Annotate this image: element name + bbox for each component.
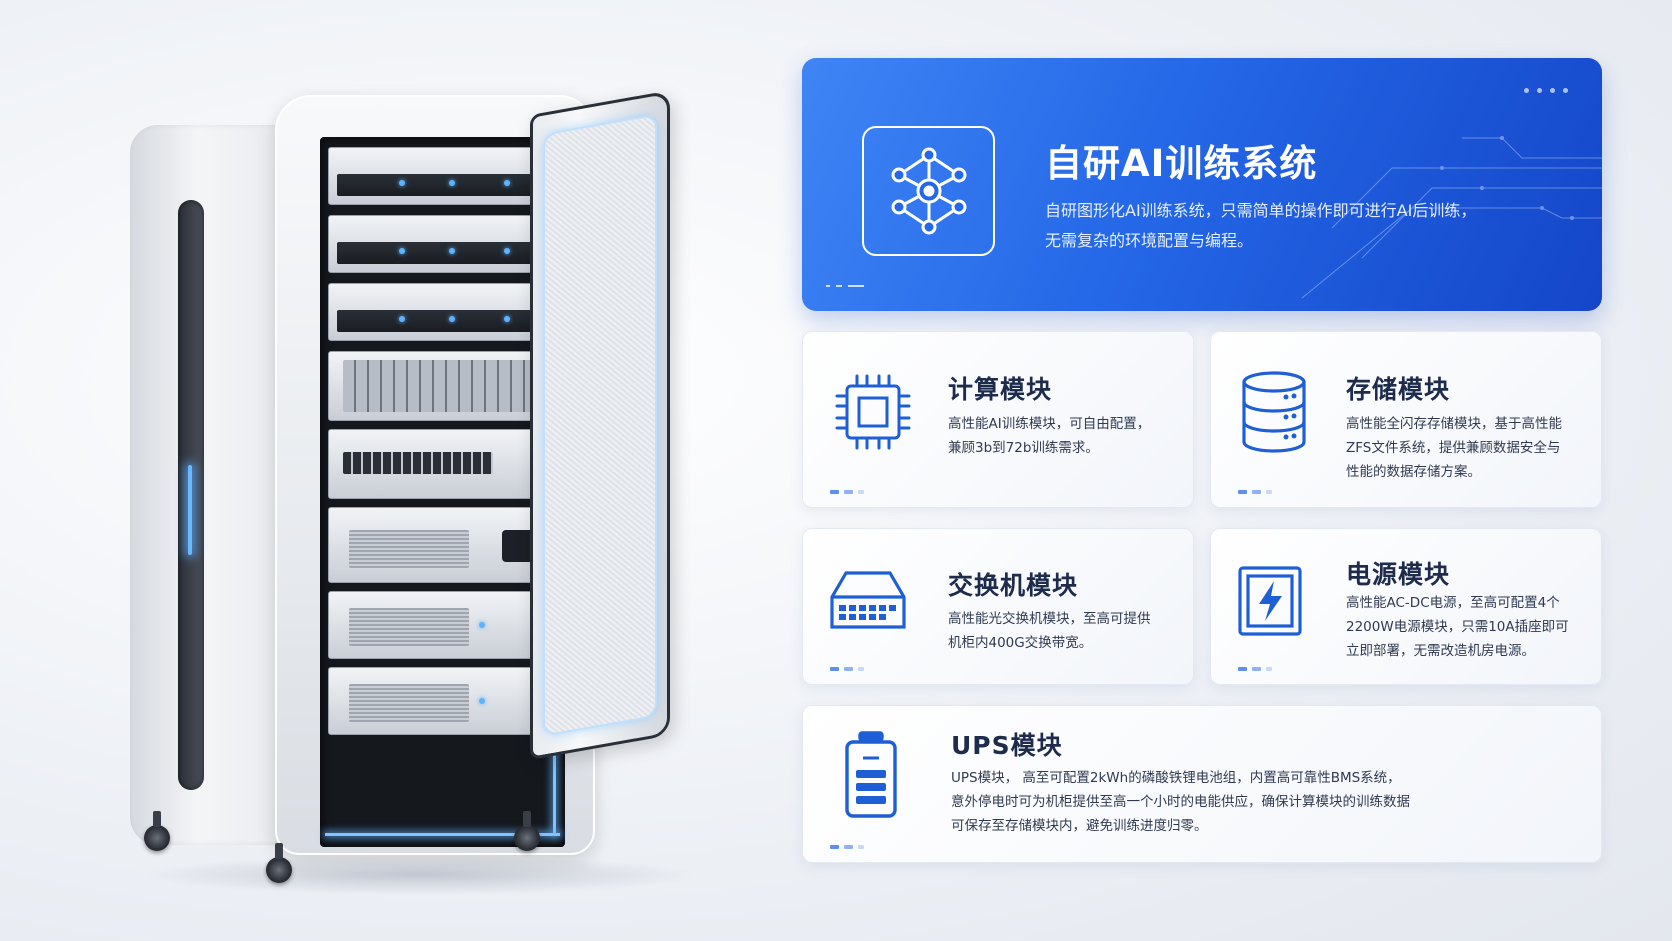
module-description-line: 意外停电时可为机柜提供至高一个小时的电能供应，确保计算模块的训练数据	[951, 794, 1410, 810]
rack-unit-compute-3	[328, 283, 553, 341]
status-led	[399, 180, 405, 186]
card-dots-decoration	[1238, 667, 1272, 671]
rack-unit-switch	[328, 429, 553, 499]
unit-front-panel	[337, 174, 544, 196]
rack-unit-compute-1	[328, 147, 553, 205]
module-title: UPS模块	[951, 731, 1063, 760]
power-vent	[349, 530, 469, 568]
database-icon	[1239, 370, 1309, 458]
hero-description: 自研图形化AI训练系统，只需简单的操作即可进行AI后训练， 无需复杂的环境配置与…	[1045, 196, 1545, 256]
hero-card: 自研AI训练系统 自研图形化AI训练系统，只需简单的操作即可进行AI后训练， 无…	[802, 58, 1602, 311]
ups-vent	[349, 684, 469, 722]
power-sockets	[502, 530, 534, 562]
rack-unit-power	[328, 507, 553, 583]
rack-unit-ups-2	[328, 667, 553, 735]
hero-description-line: 自研图形化AI训练系统，只需简单的操作即可进行AI后训练，	[1045, 201, 1477, 220]
module-card-power: 电源模块 高性能AC-DC电源，至高可配置4个 2200W电源模块，只需10A插…	[1210, 528, 1602, 685]
circuit-lines-decoration	[1301, 136, 1602, 299]
rack-unit-compute-2	[328, 215, 553, 273]
floor-shadow	[140, 855, 700, 895]
power-lightning-icon	[1237, 565, 1303, 641]
status-led	[449, 248, 455, 254]
network-switch-icon	[828, 567, 908, 637]
module-description: 高性能AC-DC电源，至高可配置4个 2200W电源模块，只需10A插座即可 立…	[1346, 591, 1569, 663]
module-description-line: 兼顾3b到72b训练需求。	[948, 440, 1099, 456]
module-card-switch: 交换机模块 高性能光交换机模块，至高可提供 机柜内400G交换带宽。	[802, 528, 1194, 685]
card-dots-decoration	[830, 667, 864, 671]
module-card-ups: UPS模块 UPS模块， 高至可配置2kWh的磷酸铁锂电池组，内置高可靠性BMS…	[802, 705, 1602, 863]
status-led	[504, 180, 510, 186]
card-dots-decoration	[830, 490, 864, 494]
status-led	[399, 316, 405, 322]
hero-title: 自研AI训练系统	[1045, 142, 1318, 185]
status-led	[449, 316, 455, 322]
cabinet-door-mesh	[545, 115, 655, 735]
module-description-line: 性能的数据存储方案。	[1346, 464, 1481, 480]
status-led	[504, 248, 510, 254]
hero-corner-dots	[1524, 88, 1568, 93]
status-led	[504, 316, 510, 322]
ups-vent	[349, 608, 469, 646]
unit-front-panel	[337, 310, 544, 332]
status-led	[479, 622, 485, 628]
module-description-line: 立即部署，无需改造机房电源。	[1346, 643, 1535, 659]
drive-bays	[343, 360, 538, 412]
module-description: 高性能光交换机模块，至高可提供 机柜内400G交换带宽。	[948, 607, 1151, 655]
module-description-line: 高性能AC-DC电源，至高可配置4个	[1346, 595, 1560, 611]
module-description-line: 高性能全闪存存储模块，基于高性能	[1346, 416, 1562, 432]
module-description: 高性能AI训练模块，可自由配置， 兼顾3b到72b训练需求。	[948, 412, 1150, 460]
module-description-line: 机柜内400G交换带宽。	[948, 635, 1093, 651]
module-description-line: 可保存至存储模块内，避免训练进度归零。	[951, 818, 1208, 834]
module-description-line: 高性能光交换机模块，至高可提供	[948, 611, 1151, 627]
module-title: 交换机模块	[948, 571, 1079, 600]
module-card-compute: 计算模块 高性能AI训练模块，可自由配置， 兼顾3b到72b训练需求。	[802, 331, 1194, 508]
module-description-line: ZFS文件系统，提供兼顾数据安全与	[1346, 440, 1561, 456]
module-description-line: 高性能AI训练模块，可自由配置，	[948, 416, 1151, 432]
cpu-chip-icon	[833, 372, 913, 456]
caster-wheel	[514, 811, 540, 851]
module-description-line: 2200W电源模块，只需10A插座即可	[1346, 619, 1569, 635]
module-card-storage: 存储模块 高性能全闪存存储模块，基于高性能 ZFS文件系统，提供兼顾数据安全与 …	[1210, 331, 1602, 508]
rack-led-bottom	[325, 833, 560, 836]
hero-dash-decoration	[826, 285, 864, 287]
module-description-line: UPS模块， 高至可配置2kWh的磷酸铁锂电池组，内置高可靠性BMS系统，	[951, 770, 1401, 786]
unit-front-panel	[337, 242, 544, 264]
status-led	[449, 180, 455, 186]
module-title: 计算模块	[948, 375, 1053, 404]
module-title: 电源模块	[1346, 560, 1451, 589]
card-dots-decoration	[1238, 490, 1272, 494]
cabinet-side-led	[188, 465, 192, 555]
caster-wheel	[266, 843, 292, 883]
rack-unit-storage	[328, 351, 553, 421]
switch-ports	[343, 452, 493, 474]
neural-network-icon	[862, 126, 995, 256]
cabinet-side-panel	[130, 125, 300, 845]
hero-description-line: 无需复杂的环境配置与编程。	[1045, 231, 1254, 250]
battery-icon	[843, 730, 899, 824]
card-dots-decoration	[830, 845, 864, 849]
caster-wheel	[144, 811, 170, 851]
module-description: UPS模块， 高至可配置2kWh的磷酸铁锂电池组，内置高可靠性BMS系统， 意外…	[951, 766, 1410, 838]
server-cabinet-illustration	[120, 85, 720, 895]
module-title: 存储模块	[1346, 375, 1451, 404]
module-description: 高性能全闪存存储模块，基于高性能 ZFS文件系统，提供兼顾数据安全与 性能的数据…	[1346, 412, 1562, 484]
status-led	[479, 698, 485, 704]
rack-unit-ups-1	[328, 591, 553, 659]
status-led	[399, 248, 405, 254]
cabinet-door	[530, 90, 670, 761]
